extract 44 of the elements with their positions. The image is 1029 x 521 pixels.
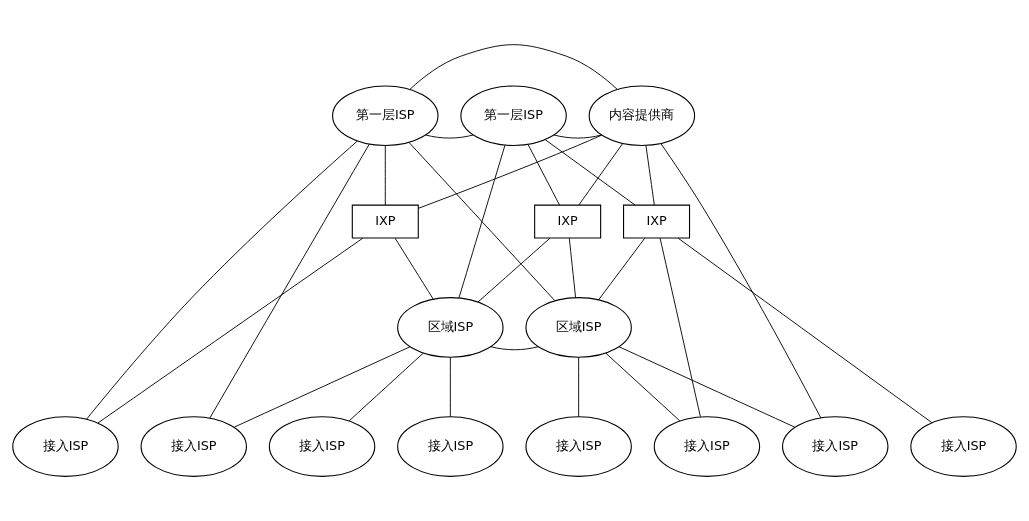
connector	[618, 346, 796, 428]
connector	[568, 237, 577, 298]
connector	[418, 134, 603, 209]
connector	[578, 143, 624, 206]
connector	[645, 145, 655, 206]
node-ellipse: 接入ISP	[12, 416, 119, 477]
node-ellipse: 第一层ISP	[332, 85, 439, 147]
connector	[425, 134, 474, 139]
connector	[659, 237, 701, 418]
connector	[233, 346, 411, 428]
node-ellipse: 区域ISP	[525, 297, 632, 358]
node-ellipse: 接入ISP	[397, 416, 504, 477]
node-ellipse: 区域ISP	[397, 297, 504, 358]
connector	[660, 143, 822, 419]
connector	[605, 352, 681, 422]
node-box: IXP	[623, 204, 691, 239]
connector	[544, 139, 636, 206]
connector	[449, 356, 451, 418]
node-ellipse: 第一层ISP	[460, 85, 567, 147]
connector	[408, 141, 556, 301]
connector	[553, 134, 602, 139]
connector	[384, 145, 386, 206]
connector	[97, 237, 364, 424]
node-ellipse: 接入ISP	[140, 416, 247, 477]
connector	[209, 143, 370, 419]
node-ellipse: 接入ISP	[525, 416, 632, 477]
connector	[677, 237, 933, 424]
connector	[348, 352, 424, 422]
node-ellipse: 接入ISP	[782, 416, 889, 477]
connector	[458, 144, 506, 299]
connector	[527, 144, 560, 206]
connector	[409, 44, 618, 90]
connector	[490, 346, 539, 351]
node-ellipse: 接入ISP	[268, 416, 376, 477]
node-box: IXP	[534, 204, 602, 239]
node-ellipse: 内容提供商	[588, 85, 696, 147]
connector	[598, 237, 646, 301]
connector	[477, 237, 551, 303]
node-ellipse: 接入ISP	[910, 416, 1017, 477]
connector	[578, 356, 580, 418]
connector	[394, 237, 434, 300]
connector	[86, 140, 358, 420]
node-box: IXP	[351, 204, 419, 239]
node-ellipse: 接入ISP	[653, 416, 761, 477]
